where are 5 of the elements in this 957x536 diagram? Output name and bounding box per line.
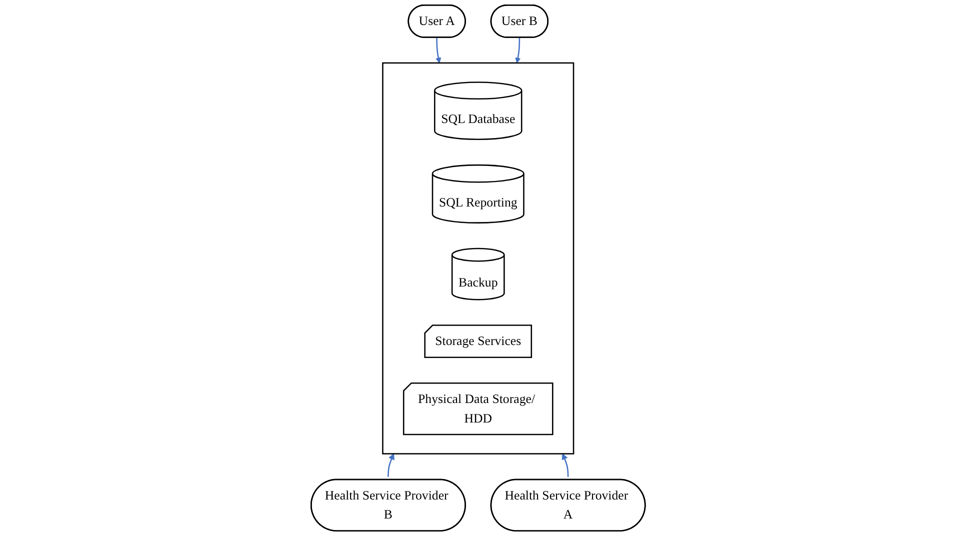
cluster [382,62,575,454]
arrow [388,453,395,477]
arrow [562,453,570,477]
arrow [436,37,442,64]
arrow [515,37,522,64]
